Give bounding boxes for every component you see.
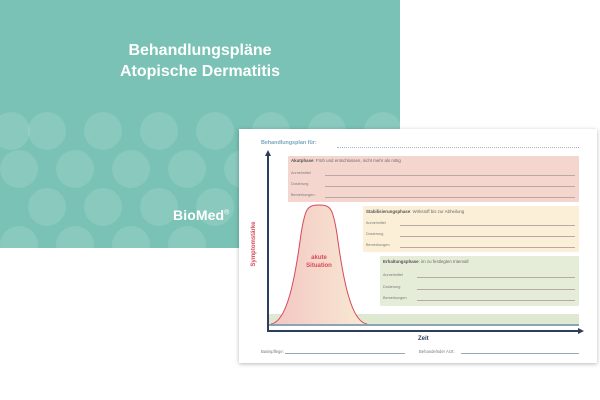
- decor-dot: [196, 112, 234, 150]
- fill-line: [417, 277, 575, 278]
- decor-dot: [84, 188, 122, 226]
- maintenance-phase-band: [380, 256, 579, 306]
- brand-registered-mark: ®: [224, 209, 230, 217]
- decor-dot: [0, 150, 38, 188]
- decor-dot: [28, 112, 66, 150]
- decor-dot: [0, 112, 30, 150]
- acute-situation-label: akute Situation: [294, 254, 344, 270]
- fill-line: [417, 300, 575, 301]
- acute-phase-band: [288, 156, 579, 202]
- phase-subtitle: Wirkstoff bis zur Abheilung: [412, 209, 465, 214]
- curve-area: [271, 205, 367, 324]
- y-axis: [267, 155, 269, 331]
- decor-dot: [168, 226, 206, 248]
- x-axis-arrow: [578, 327, 584, 334]
- acute-label-line-1: akute: [311, 255, 327, 261]
- decor-dot: [140, 188, 178, 226]
- fill-line: [325, 197, 575, 198]
- maintenance-phase-title: Erhaltungsphase: im zu festlegten Interv…: [383, 259, 469, 264]
- curve-line: [270, 204, 368, 325]
- cover-title-line-2: Atopische Dermatitis: [119, 63, 281, 80]
- row-label: Bemerkungen: [383, 296, 407, 300]
- footer-left-line: [285, 353, 405, 354]
- x-axis-label: Zeit: [418, 336, 429, 342]
- decor-dot: [56, 226, 94, 248]
- row-label: Arzneimittel: [366, 221, 386, 225]
- decor-dot: [112, 150, 150, 188]
- fill-line: [400, 247, 575, 248]
- acute-phase-title: Akutphase: Früh und entschlossen, nicht …: [291, 158, 401, 163]
- x-axis: [267, 330, 579, 332]
- row-label: Dosierung: [366, 232, 384, 236]
- fill-line: [325, 186, 575, 187]
- acute-situation-curve: [270, 204, 368, 325]
- row-label: Bemerkungen: [291, 193, 315, 197]
- phase-name: Erhaltungsphase: [383, 259, 419, 264]
- decor-dot: [140, 112, 178, 150]
- phase-subtitle: Früh und entschlossen, nicht mehr als nö…: [315, 158, 401, 163]
- footer-right-label: Behandelnder Arzt:: [419, 349, 455, 354]
- baseline-band: [269, 314, 579, 324]
- decor-dot: [28, 188, 66, 226]
- acute-label-line-2: Situation: [306, 263, 332, 269]
- decor-dot: [56, 150, 94, 188]
- treatment-plan-sheet: Behandlungsplan für: Akutphase: Früh und…: [239, 129, 597, 363]
- brand-name: BioMed: [173, 207, 225, 223]
- sheet-heading: Behandlungsplan für:: [261, 140, 317, 146]
- baseline-line: [269, 324, 579, 326]
- y-axis-label: Symptomstärke: [251, 221, 257, 267]
- row-label: Arzneimittel: [291, 171, 311, 175]
- fill-line: [400, 225, 575, 226]
- fill-line: [325, 175, 575, 176]
- brand-logo: BioMed®: [173, 207, 229, 223]
- stabilization-phase-band: [363, 206, 579, 252]
- fill-line: [400, 236, 575, 237]
- footer-right-line: [461, 353, 579, 354]
- phase-name: Stabilisierungsphase: [366, 209, 411, 214]
- y-axis-arrow: [264, 150, 271, 156]
- row-label: Bemerkungen: [366, 243, 390, 247]
- heading-fill-line: [337, 147, 579, 148]
- decor-dot: [168, 150, 206, 188]
- row-label: Arzneimittel: [383, 273, 403, 277]
- decor-dot: [112, 226, 150, 248]
- phase-name: Akutphase: [291, 158, 314, 163]
- row-label: Dosierung: [291, 182, 309, 186]
- phase-subtitle: im zu festlegten Intervall: [421, 259, 469, 264]
- decor-dot: [196, 188, 234, 226]
- decor-dot: [84, 112, 122, 150]
- footer-left-label: Basispflege:: [261, 349, 284, 354]
- stabilization-phase-title: Stabilisierungsphase: Wirkstoff bis zur …: [366, 209, 465, 214]
- row-label: Dosierung: [383, 285, 401, 289]
- fill-line: [417, 289, 575, 290]
- cover-title-line-1: Behandlungspläne: [128, 42, 272, 59]
- decor-dot: [0, 226, 38, 248]
